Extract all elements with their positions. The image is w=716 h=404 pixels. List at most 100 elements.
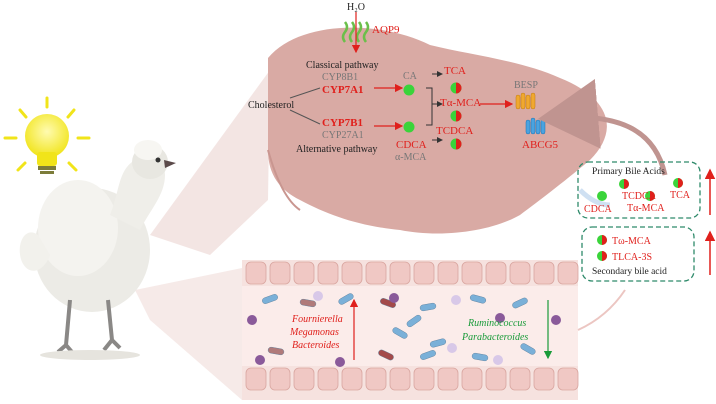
bacterium <box>389 293 399 303</box>
villus <box>317 367 339 391</box>
talpha-mca-dot <box>450 110 462 122</box>
villus <box>293 261 315 285</box>
bacteria-up-2: Megamonas <box>289 327 339 338</box>
cyp8b1-label: CYP8B1 <box>322 72 358 83</box>
bacterium <box>335 357 345 367</box>
bacterium <box>551 315 561 325</box>
bacterium <box>255 355 265 365</box>
intestine-zoom-wedge <box>135 268 242 400</box>
villus <box>509 261 531 285</box>
bacterium <box>247 315 257 325</box>
aqp9-label: AQP9 <box>372 24 400 36</box>
bacterium <box>380 298 396 308</box>
bacterium <box>406 314 422 328</box>
intestine-section <box>242 260 579 400</box>
box-talpha-mca-dot <box>645 191 655 201</box>
liver-zoom-wedge <box>150 70 270 255</box>
villus <box>461 367 483 391</box>
secondary-item-tlca-3s: TLCA-3S <box>612 252 652 263</box>
bacterium <box>495 313 505 323</box>
bacterium <box>262 294 278 304</box>
tcdca-dot <box>450 138 462 150</box>
primary-item-cdca: CDCA <box>584 204 613 215</box>
bacterium <box>451 295 461 305</box>
villus <box>389 367 411 391</box>
villus <box>245 367 267 391</box>
ca-label: CA <box>403 71 418 82</box>
bacterium <box>493 355 503 365</box>
bacterium <box>378 349 394 361</box>
cyp7b1-label: CYP7B1 <box>322 117 363 129</box>
classical-pathway-label: Classical pathway <box>306 60 378 71</box>
water-channel-icon <box>341 12 370 54</box>
bacteria-up-1: Fournierella <box>291 314 343 325</box>
bacterium <box>520 343 536 355</box>
villus <box>245 261 267 285</box>
primary-item-talpha-mca: Tα-MCA <box>627 203 665 214</box>
villus <box>461 261 483 285</box>
villus <box>293 367 315 391</box>
primary-bile-acids-box <box>577 161 701 219</box>
tcdca-label: TCDCA <box>436 125 473 137</box>
secondary-item-tomega-mca: Tω-MCA <box>612 236 652 247</box>
bacterium <box>469 294 487 304</box>
bacteria-up-3: Bacteroides <box>292 340 340 351</box>
villus <box>389 261 411 285</box>
villus <box>341 367 363 391</box>
primary-item-tca: TCA <box>670 190 691 201</box>
bacterium <box>313 291 323 301</box>
secondary-bile-acids-box <box>581 226 695 282</box>
bacteria-down-2: Parabacteroides <box>461 332 528 343</box>
box-tomega-mca-dot <box>597 235 607 245</box>
bacterium <box>471 352 489 362</box>
bacterium <box>420 350 436 360</box>
bacteria-down-1: Ruminococcus <box>467 318 526 329</box>
villus <box>437 261 459 285</box>
water-label: H₂O <box>347 2 365 13</box>
villus <box>269 367 291 391</box>
alternative-pathway-label: Alternative pathway <box>296 144 377 155</box>
cholesterol-label: Cholesterol <box>248 100 294 111</box>
cyp7a1-label: CYP7A1 <box>322 84 364 96</box>
villus <box>485 261 507 285</box>
villus <box>317 261 339 285</box>
bacterium <box>429 338 447 348</box>
box-tcdca-dot <box>619 179 629 189</box>
primary-box-title: Primary Bile Acids <box>592 167 665 177</box>
villus <box>557 367 579 391</box>
bacterium <box>299 298 317 308</box>
villus <box>365 367 387 391</box>
villus <box>413 367 435 391</box>
cyp27a1-label: CYP27A1 <box>322 130 364 141</box>
villus <box>557 261 579 285</box>
liver-shape <box>268 27 607 234</box>
secondary-box-title: Secondary bile acid <box>592 267 667 277</box>
box-tlca-3s-dot <box>597 251 607 261</box>
besp-label: BESP <box>514 80 538 91</box>
villus <box>509 367 531 391</box>
bacterium <box>338 293 354 305</box>
alpha-mca-label: α-MCA <box>395 152 427 163</box>
bacterium <box>419 302 437 312</box>
tca-dot <box>450 82 462 94</box>
bacteria-icon <box>247 291 561 367</box>
talpha-mca-label: Tα-MCA <box>440 97 481 109</box>
villus <box>533 261 555 285</box>
villus <box>365 261 387 285</box>
bacterium <box>512 297 528 309</box>
villus <box>341 261 363 285</box>
ca-dot <box>403 84 415 96</box>
villus <box>413 261 435 285</box>
tca-label: TCA <box>444 65 466 77</box>
villus <box>269 261 291 285</box>
bacterium <box>267 346 285 356</box>
box-cdca-dot <box>597 191 607 201</box>
light-bulb-icon <box>3 96 91 174</box>
chicken-icon <box>19 140 176 360</box>
bacterium <box>447 343 457 353</box>
cdca-label: CDCA <box>396 139 427 151</box>
villus <box>533 367 555 391</box>
bacterium <box>392 327 408 339</box>
